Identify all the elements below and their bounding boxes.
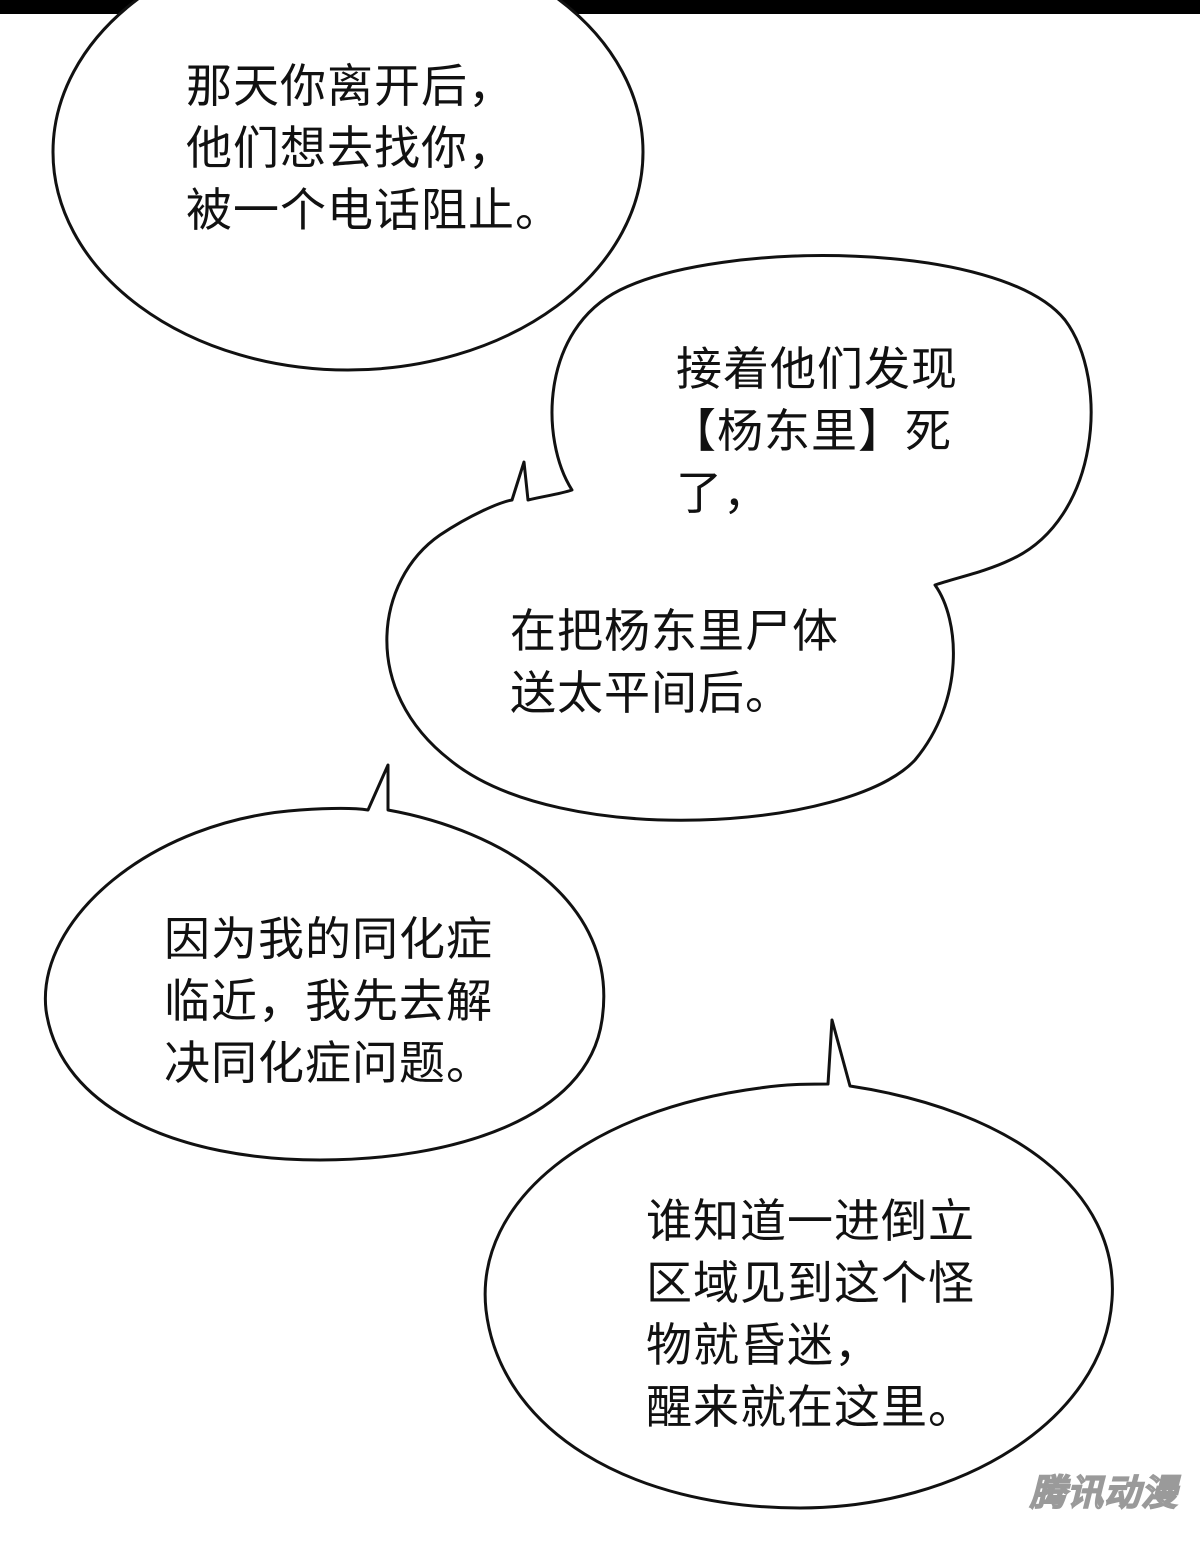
watermark-logo: 腾讯动漫 bbox=[1029, 1472, 1178, 1515]
speech-bubble-1 bbox=[51, 0, 645, 372]
speech-bubble-5 bbox=[483, 1018, 1114, 1510]
text-line: 【杨东里】死 bbox=[670, 404, 952, 458]
text-line: 区域见到这个怪 bbox=[646, 1256, 975, 1310]
text-line: 谁知道一进倒立 bbox=[646, 1194, 975, 1248]
text-line: 接着他们发现 bbox=[676, 342, 958, 396]
text-line: 送太平间后。 bbox=[510, 666, 792, 720]
speech-bubble-4-text: 因为我的同化症 临近，我先去解 决同化症问题。 bbox=[164, 908, 493, 1094]
text-line: 他们想去找你， bbox=[186, 121, 515, 175]
text-line: 醒来就在这里。 bbox=[646, 1380, 975, 1434]
text-line: 决同化症问题。 bbox=[164, 1036, 493, 1090]
text-line: 物就昏迷， bbox=[646, 1318, 881, 1372]
text-line: 临近，我先去解 bbox=[164, 974, 493, 1028]
speech-bubble-3-text: 在把杨东里尸体 送太平间后。 bbox=[510, 600, 839, 724]
text-line: 那天你离开后， bbox=[186, 59, 515, 113]
text-line: 在把杨东里尸体 bbox=[510, 604, 839, 658]
text-line: 被一个电话阻止。 bbox=[186, 183, 562, 237]
speech-bubble-1-text: 那天你离开后， 他们想去找你， 被一个电话阻止。 bbox=[186, 55, 562, 241]
speech-bubble-2-3 bbox=[385, 254, 1093, 822]
text-line: 因为我的同化症 bbox=[164, 912, 493, 966]
speech-bubble-4 bbox=[43, 763, 606, 1162]
text-line: 了， bbox=[676, 466, 770, 520]
speech-bubble-2-text: 接着他们发现 【杨东里】死 了， bbox=[670, 338, 958, 524]
speech-bubble-5-text: 谁知道一进倒立 区域见到这个怪 物就昏迷， 醒来就在这里。 bbox=[646, 1190, 975, 1438]
